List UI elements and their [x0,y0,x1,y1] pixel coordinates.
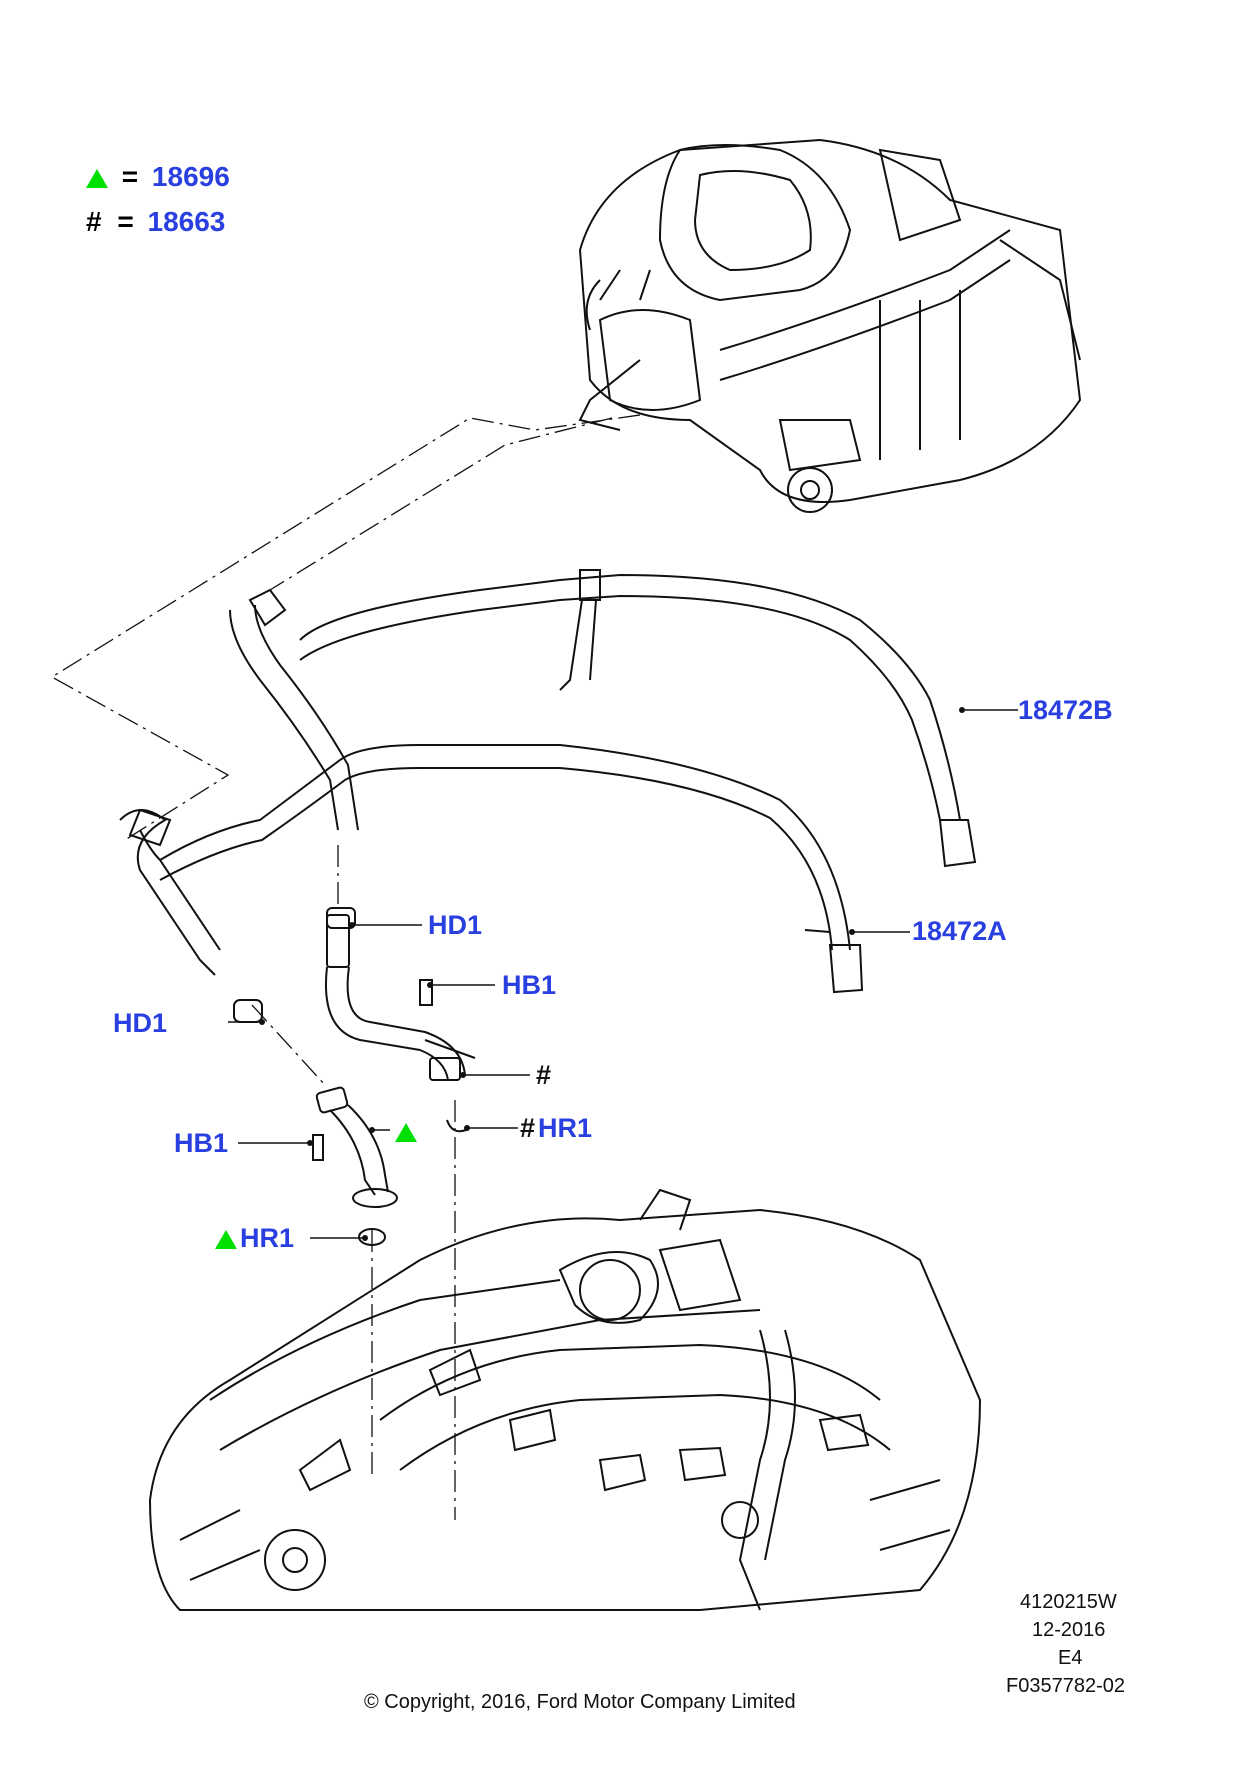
legend-row-18696: = 18696 [86,163,230,191]
leader-dots [259,707,965,1241]
figure-id: F0357782-02 [1006,1675,1125,1697]
hr1-left-ring-icon [358,1228,386,1246]
callout-hd1-left: HD1 [113,1008,168,1038]
copyright-notice: © Copyright, 2016, Ford Motor Company Li… [364,1691,796,1713]
hose-18472b [229,569,977,868]
hd1-upper-clamp-icon [326,907,356,929]
hose-18472a [119,744,864,994]
legend-value-18696: 18696 [151,161,230,192]
engine-intake-illustration [148,1188,982,1611]
triangle-icon [215,1230,237,1249]
hose-18696 [315,1086,398,1208]
callout-18472b: 18472B [1018,695,1113,725]
callout-hr1-right: #HR1 [520,1115,592,1142]
hose-18663 [325,914,476,1081]
small-fasteners [233,907,467,1246]
callout-hash-mark: # [536,1060,552,1090]
hb1-right-bolt-icon [419,979,433,1006]
alignment-lines [50,414,641,1520]
triangle-marker [395,1118,417,1145]
triangle-icon [86,169,108,188]
hr1-right-ring-icon [446,1119,467,1133]
triangle-icon [395,1123,417,1142]
callout-hb1-left: HB1 [174,1128,229,1158]
hash-symbol: # [86,206,102,237]
doc-code: E4 [1058,1647,1083,1669]
callout-hb1-right: HB1 [502,970,557,1000]
doc-date: 12-2016 [1032,1619,1106,1641]
doc-number: 4120215W [1020,1591,1117,1613]
callout-18472a: 18472A [912,916,1007,946]
hb1-left-bolt-icon [312,1134,324,1161]
hvac-housing-illustration [578,138,1082,513]
callout-hd1-upper: HD1 [428,910,483,940]
leader-lines [228,709,1018,1239]
hash-symbol: # [520,1113,536,1143]
legend-equals: = [117,206,134,237]
callout-hr1-left: HR1 [215,1225,294,1252]
legend-value-18663: 18663 [147,206,226,237]
legend-row-18663: # = 18663 [86,208,225,236]
hr1-right-label: HR1 [538,1113,593,1143]
legend-equals: = [121,161,139,192]
hr1-left-label: HR1 [240,1223,295,1253]
